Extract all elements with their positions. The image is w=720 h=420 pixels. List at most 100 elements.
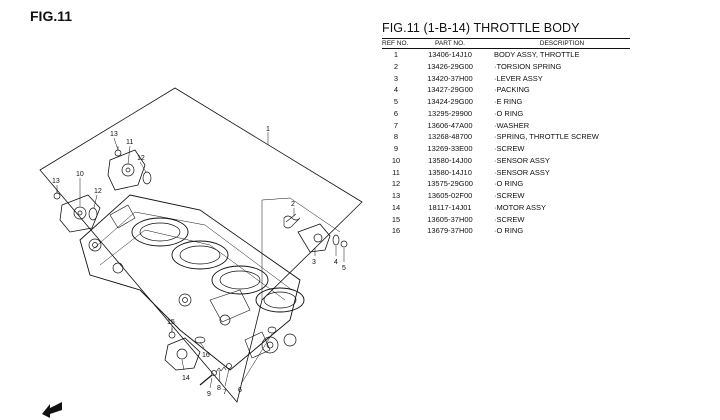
parts-list-title: FIG.11 (1-B-14) THROTTLE BODY <box>382 21 580 35</box>
description-cell: ·WASHER <box>494 120 530 130</box>
part-no-cell: 13679-37H00 <box>427 226 473 236</box>
parts-table-row: 10 13580-14J00 ·SENSOR ASSY <box>382 155 630 167</box>
part-no-cell: 13268-48700 <box>427 132 473 142</box>
callout-14: 14 <box>182 375 190 382</box>
part-no-cell: 13295-29900 <box>427 108 473 118</box>
description-cell: ·SENSOR ASSY <box>494 155 550 165</box>
callout-1: 1 <box>266 126 270 133</box>
ref-no-cell: 4 <box>393 85 399 95</box>
part-no-cell: 13580-14J10 <box>428 167 472 177</box>
part-no-cell: 13406-14J10 <box>428 50 472 59</box>
parts-table-row: 3 13420-37H00 ·LEVER ASSY <box>382 73 630 85</box>
description-cell: ·SCREW <box>494 191 525 200</box>
o-ring-12-top <box>142 171 152 185</box>
parts-table-row: 11 13580-14J10 ·SENSOR ASSY <box>382 167 630 179</box>
ref-no-cell: 8 <box>393 132 399 142</box>
screw-13-top <box>114 146 122 157</box>
ref-no-cell: 15 <box>391 214 401 224</box>
lever-assy-3 <box>297 223 331 253</box>
description-cell: ·SENSOR ASSY <box>494 167 550 177</box>
ref-no-cell: 1 <box>393 50 399 59</box>
ref-no-cell: 7 <box>393 120 399 130</box>
description-cell: ·O RING <box>494 179 524 189</box>
callout-6: 6 <box>238 387 242 394</box>
description-cell: ·PACKING <box>494 85 530 95</box>
detail-frame-line <box>261 197 341 233</box>
assembly-frame <box>39 87 363 403</box>
throttle-body-assembly <box>79 194 305 371</box>
callout-3: 3 <box>312 259 316 266</box>
parts-table-row: 8 13268-48700 ·SPRING, THROTTLE SCREW <box>382 131 630 143</box>
washer-7 <box>226 363 232 369</box>
throttle-screw-spring-8 <box>215 366 227 373</box>
callout-13-top: 13 <box>110 131 118 138</box>
e-ring-5 <box>340 240 348 248</box>
callout-5: 5 <box>342 265 346 272</box>
callout-13-left: 13 <box>52 178 60 185</box>
o-ring-16 <box>194 336 206 344</box>
part-no-cell: 13580-14J00 <box>428 155 472 165</box>
description-cell: BODY ASSY, THROTTLE <box>494 50 580 59</box>
description-cell: ·E RING <box>494 97 523 106</box>
o-ring-12-left <box>88 207 98 221</box>
callout-12-left: 12 <box>94 188 102 195</box>
description-cell: ·LEVER ASSY <box>494 73 543 83</box>
motor-assy-14 <box>164 337 201 371</box>
part-no-cell: 13605-37H00 <box>427 214 473 224</box>
header-ref-no: REF NO. <box>382 38 410 49</box>
packing-4 <box>332 234 340 246</box>
figure-label: FIG.11 <box>30 8 73 24</box>
parts-table-row: 12 13575-29G00 ·O RING <box>382 178 630 190</box>
leader-lines <box>56 132 345 389</box>
description-cell: ·SPRING, THROTTLE SCREW <box>494 132 599 142</box>
ref-no-cell: 5 <box>393 97 399 106</box>
part-no-cell: 13605-02F00 <box>427 191 473 200</box>
parts-table-row: 7 13606-47A00 ·WASHER <box>382 120 630 132</box>
throttle-screw-9 <box>199 370 217 386</box>
callout-2: 2 <box>291 201 295 208</box>
parts-table-row: 9 13269-33E00 ·SCREW <box>382 143 630 155</box>
part-no-cell: 13424-29G00 <box>427 97 473 106</box>
description-cell: ·O RING <box>494 108 524 118</box>
description-cell: ·SCREW <box>494 144 525 153</box>
header-description: DESCRIPTION <box>490 38 630 49</box>
description-cell: ·TORSION SPRING <box>494 61 562 71</box>
part-no-cell: 13575-29G00 <box>427 179 473 189</box>
ref-no-cell: 9 <box>393 144 399 153</box>
parts-table-body: 1 13406-14J10 BODY ASSY, THROTTLE 2 13426-29… <box>382 49 630 238</box>
callout-12-top: 12 <box>137 155 145 162</box>
part-no-cell: 13606-47A00 <box>427 120 473 130</box>
parts-table-row: 2 13426-29G00 ·TORSION SPRING <box>382 61 630 73</box>
o-ring-6 <box>267 326 277 334</box>
ref-no-cell: 10 <box>391 155 401 165</box>
callout-16: 16 <box>202 352 210 359</box>
callout-15: 15 <box>167 319 175 326</box>
parts-list-panel: FIG.11 (1-B-14) THROTTLE BODY REF NO. PA… <box>382 20 630 237</box>
ref-no-cell: 11 <box>392 167 400 177</box>
part-no-cell: 13269-33E00 <box>427 144 473 153</box>
header-part-no: PART NO. <box>410 38 490 49</box>
parts-table-row: 1 13406-14J10 BODY ASSY, THROTTLE <box>382 49 630 61</box>
callout-10: 10 <box>76 171 84 178</box>
ref-no-cell: 16 <box>391 226 401 236</box>
description-cell: ·MOTOR ASSY <box>494 202 546 212</box>
torsion-spring-2 <box>283 213 301 229</box>
parts-table-header-row: REF NO. PART NO. DESCRIPTION <box>382 38 630 49</box>
part-no-cell: 13420-37H00 <box>427 73 473 83</box>
ref-no-cell: 3 <box>393 73 399 83</box>
callout-11: 11 <box>126 139 133 146</box>
part-no-cell: 18117-14J01 <box>428 202 472 212</box>
parts-table: REF NO. PART NO. DESCRIPTION 1 13406-14J1… <box>382 38 630 237</box>
ref-no-cell: 2 <box>393 61 399 71</box>
ref-no-cell: 14 <box>391 202 401 212</box>
part-no-cell: 13426-29G00 <box>427 61 473 71</box>
ref-no-cell: 12 <box>391 179 401 189</box>
callout-8: 8 <box>217 385 221 392</box>
callout-4: 4 <box>334 259 338 266</box>
